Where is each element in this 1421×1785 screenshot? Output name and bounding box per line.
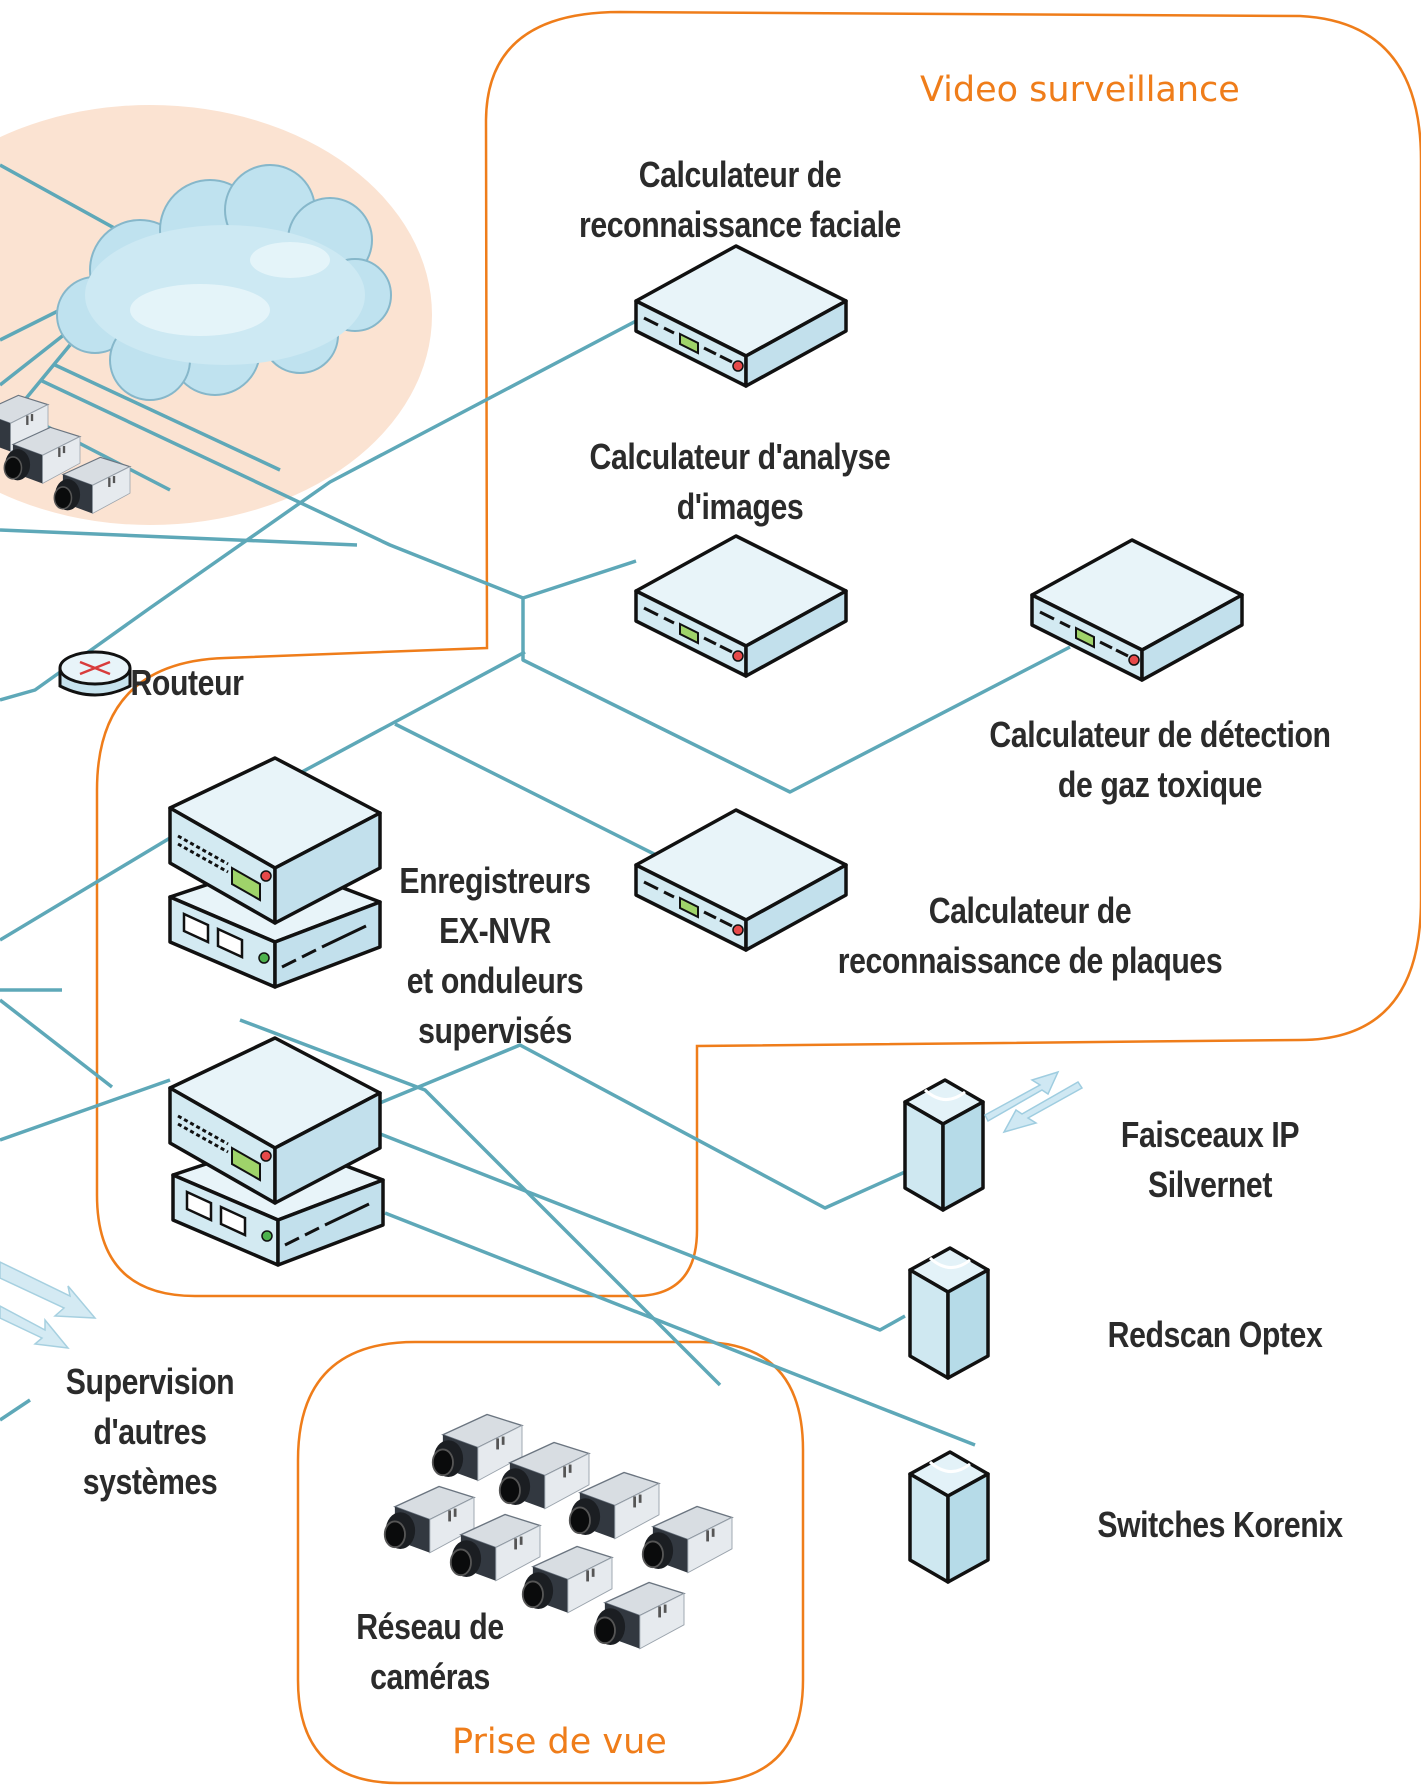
routeur-label: Routeur [130, 662, 244, 703]
prise-de-vue-title: Prise de vue [452, 1722, 667, 1762]
redscan-label: Redscan Optex [1107, 1314, 1323, 1355]
facial-recognition-server-icon [634, 244, 848, 388]
ip-camera-icon [593, 1581, 685, 1650]
cloud-icon [56, 164, 392, 401]
prise-de-vue-zone [296, 1340, 805, 1785]
toxic-gas-detection-server-icon [1030, 538, 1244, 682]
image-analysis-server-icon [634, 534, 848, 678]
switch-device-icon [908, 1450, 990, 1584]
video-surveillance-title: Video surveillance [920, 70, 1240, 110]
wireless-arrows-icon [984, 1070, 1084, 1134]
router-icon [58, 650, 132, 697]
supervision-arrows-icon [0, 1261, 97, 1349]
redscan-device-icon [908, 1246, 990, 1380]
network-links [0, 163, 1071, 1447]
faisceaux-ip-device-icon [903, 1078, 985, 1212]
switches-label: Switches Korenix [1097, 1504, 1343, 1545]
